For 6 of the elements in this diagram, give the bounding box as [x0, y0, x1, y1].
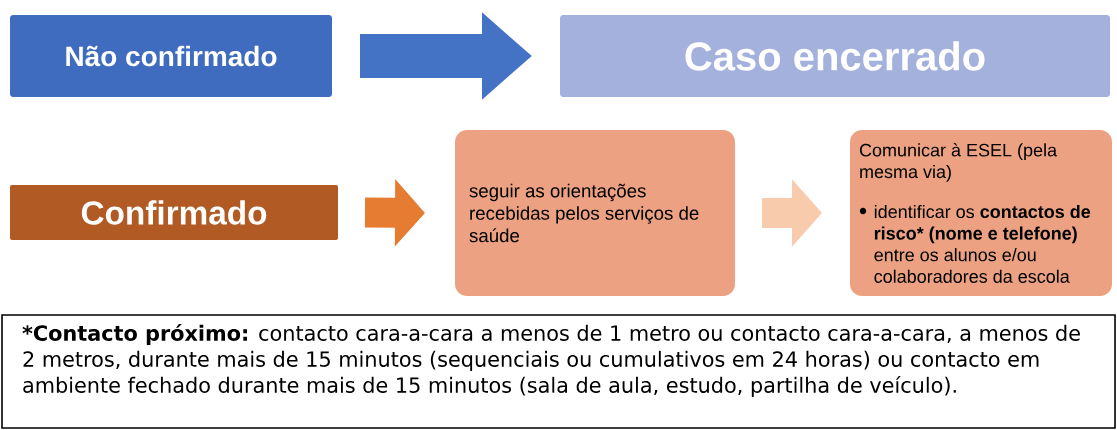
- note-box: *Contacto próximo: contacto cara-a-cara a menos de 1 metro ou contacto cara-a-cara, a menos de 2 metros, durante mais de 15 minutos (sequenciais ou cumulativos em 24 horas) ou contacto em ambiente fechado durante mais de 15 minutos (sala de aula, estudo, partilha de veículo).: [1, 314, 1116, 429]
- step-box: seguir as orientações recebidas pelos serviços de saúde: [455, 130, 735, 296]
- status-box: Caso encerrado: [560, 15, 1110, 97]
- status-box: Não confirmado: [10, 15, 332, 97]
- status-box: Confirmado: [10, 185, 338, 240]
- step-box: Comunicar à ESEL (pela mesma via) identificar os contactos de risco* (nome e telefone) entre os alunos e/ou colaboradores da escola: [850, 130, 1112, 296]
